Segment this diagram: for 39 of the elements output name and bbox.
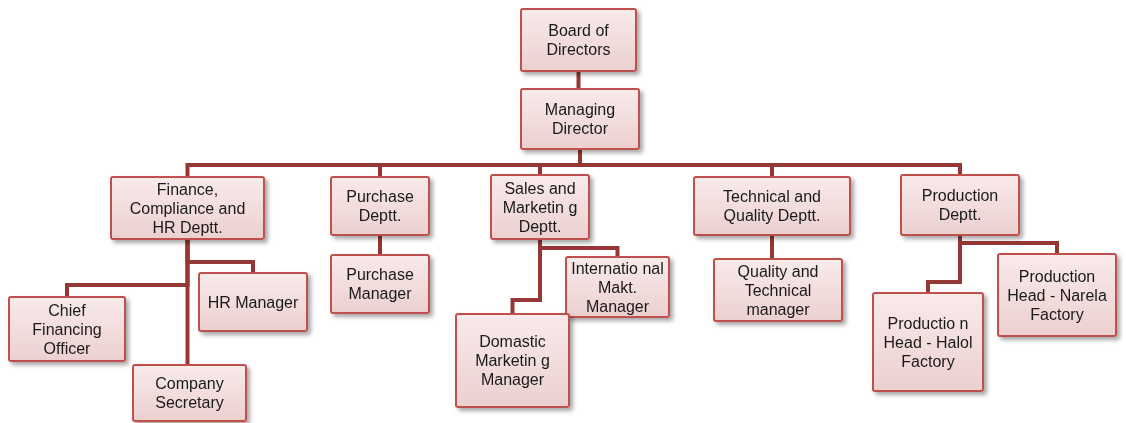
role-label: Managing Director bbox=[543, 100, 617, 138]
connector-line bbox=[576, 72, 581, 88]
connector-line bbox=[510, 240, 542, 313]
org-box bbox=[455, 313, 570, 408]
org-box bbox=[132, 364, 247, 422]
role-label: Production Deptt. bbox=[920, 186, 1000, 224]
connector-line bbox=[578, 150, 962, 174]
org-box bbox=[198, 272, 308, 332]
org-box bbox=[997, 253, 1117, 337]
role-label: Domastic Marketin g Manager bbox=[474, 332, 551, 389]
connector-line bbox=[770, 236, 774, 258]
connector-line bbox=[958, 236, 1059, 253]
org-box bbox=[330, 254, 430, 314]
org-box bbox=[713, 258, 843, 322]
role-label: Finance, Compliance and HR Deptt. bbox=[128, 179, 247, 237]
connector-line bbox=[185, 240, 190, 364]
role-label: Quality and Technical manager bbox=[736, 261, 820, 319]
org-box bbox=[872, 292, 984, 392]
role-label: Purchase Manager bbox=[345, 265, 415, 303]
org-box bbox=[8, 296, 126, 362]
org-box bbox=[520, 8, 637, 72]
role-label: Technical and Quality Deptt. bbox=[722, 187, 822, 225]
org-box bbox=[900, 174, 1020, 236]
role-label: Purchase Deptt. bbox=[345, 187, 415, 225]
org-box bbox=[110, 176, 265, 240]
role-label: Sales and Marketin g Deptt. bbox=[501, 178, 579, 236]
role-label: Company Secretary bbox=[154, 374, 225, 412]
role-label: Productio n Head - Halol Factory bbox=[882, 313, 974, 371]
org-box bbox=[693, 176, 851, 236]
org-box bbox=[520, 88, 640, 150]
role-label: HR Manager bbox=[207, 292, 299, 312]
role-label: Internatio nal Makt. Manager bbox=[571, 258, 664, 316]
org-box bbox=[565, 256, 670, 318]
role-label: Chief Financing Officer bbox=[31, 300, 103, 358]
org-box bbox=[330, 176, 430, 236]
role-label: Production Head - Narela Factory bbox=[1006, 266, 1108, 324]
connector-line bbox=[378, 236, 382, 254]
role-label: Board of Directors bbox=[545, 21, 612, 59]
org-box bbox=[490, 174, 590, 240]
